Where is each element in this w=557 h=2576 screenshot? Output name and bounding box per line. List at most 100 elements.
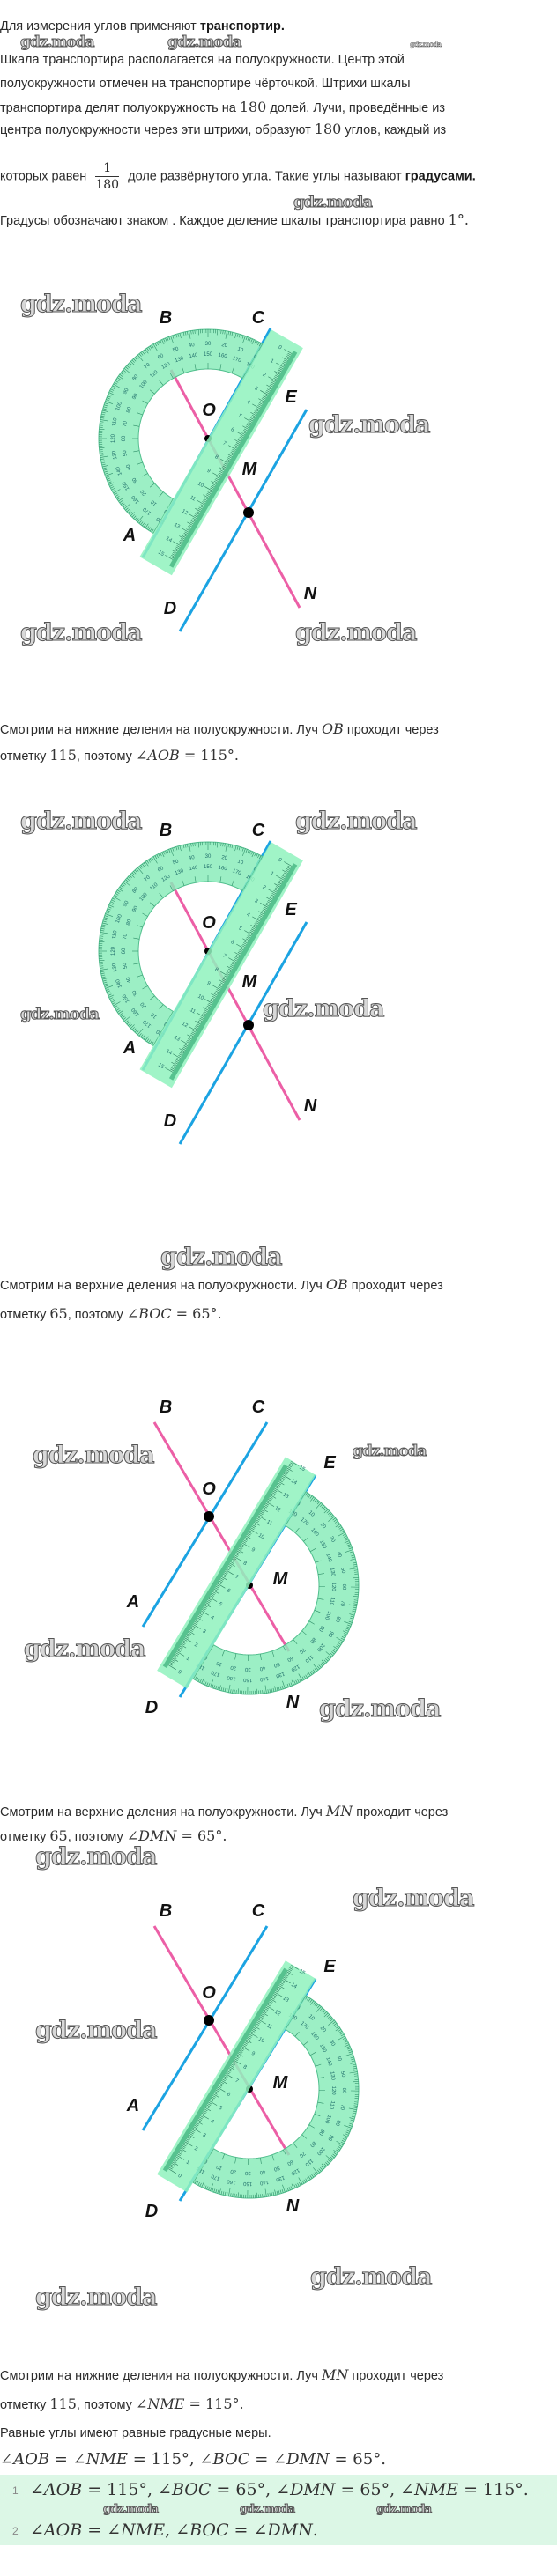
- protractor-tick: [283, 2149, 286, 2156]
- protractor-tick: [308, 1495, 311, 1498]
- ruler-tick: [239, 1546, 243, 1549]
- protractor-tick: [117, 497, 121, 500]
- ruler-tick: [290, 1966, 293, 1969]
- ruler-tick: [269, 1496, 273, 1499]
- protractor-scale-number: 140: [259, 2179, 269, 2186]
- ruler-number: 0: [177, 2174, 183, 2180]
- protractor-tick: [241, 847, 244, 852]
- protractor-tick: [338, 2035, 345, 2041]
- intro-line: центра полуокружности через эти штрихи, …: [0, 121, 446, 139]
- math: AOB: [147, 747, 180, 764]
- protractor-tick: [334, 2024, 338, 2027]
- protractor-tick: [309, 1548, 316, 1552]
- ruler-tick: [224, 2076, 227, 2079]
- protractor-tick: [150, 345, 152, 350]
- ruler-tick: [200, 1016, 204, 1019]
- ruler-tick: [239, 2050, 243, 2053]
- ruler-tick: [259, 913, 264, 916]
- ruler-tick: [249, 1530, 253, 1533]
- protractor-tick: [314, 2172, 317, 2175]
- ruler-tick: [241, 2046, 250, 2052]
- protractor-scale-number: 150: [318, 2043, 327, 2054]
- ruler-tick: [174, 549, 178, 552]
- protractor-tick: [318, 1664, 322, 1668]
- ruler-number: 14: [165, 536, 173, 544]
- protractor-tick: [130, 874, 135, 878]
- text: отметку: [0, 1308, 50, 1322]
- protractor-tick: [353, 2110, 357, 2113]
- protractor-tick: [264, 2193, 265, 2197]
- protractor-tick: [229, 844, 232, 848]
- intro-line: Для измерения углов применяют транспорти…: [0, 18, 285, 35]
- protractor-tick: [219, 876, 222, 883]
- protractor-tick: [133, 450, 140, 453]
- ruler-tick: [176, 2154, 185, 2160]
- protractor-tick: [136, 868, 139, 872]
- ruler-tick: [261, 911, 265, 913]
- ruler-tick: [202, 1014, 205, 1016]
- protractor-tick: [323, 1659, 327, 1663]
- protractor-tick: [328, 2019, 335, 2026]
- ruler-number: 4: [210, 1615, 216, 1621]
- ruler-tick: [227, 458, 230, 461]
- ruler-tick: [174, 2159, 178, 2162]
- ruler-tick: [171, 2163, 175, 2166]
- ruler-tick: [268, 376, 277, 381]
- ruler-tick: [285, 869, 289, 873]
- ruler-tick: [286, 355, 290, 358]
- protractor-tick: [152, 343, 158, 351]
- protractor-tick: [100, 934, 104, 935]
- ruler-tick: [227, 2069, 232, 2072]
- protractor-tick: [314, 1499, 317, 1502]
- protractor-tick: [346, 1542, 351, 1545]
- watermark: gdz.moda: [352, 1885, 474, 1912]
- protractor-tick: [353, 2107, 358, 2108]
- ruler-tick: [203, 1007, 209, 1011]
- protractor-scale-number: 100: [139, 892, 149, 903]
- ruler-tick: [224, 1572, 227, 1576]
- protractor-tick: [320, 1503, 323, 1508]
- protractor-tick: [257, 342, 260, 346]
- line-ac: [141, 1421, 269, 1628]
- protractor-tick: [170, 848, 174, 857]
- protractor-scale-number: 130: [112, 449, 119, 460]
- ruler-tick: [182, 534, 187, 537]
- intro-line: полуокружности отмечен на транспортире ч…: [0, 75, 411, 92]
- ruler-tick: [231, 1560, 235, 1563]
- protractor-scale-number: 70: [298, 2150, 306, 2158]
- protractor-scale-number: 120: [111, 433, 116, 443]
- watermark: gdz.moda: [34, 2017, 157, 2044]
- protractor-tick: [138, 520, 142, 524]
- ruler-tick: [180, 2149, 183, 2152]
- protractor-tick: [251, 852, 255, 858]
- ruler-number: 3: [254, 898, 259, 904]
- protractor-tick: [101, 924, 106, 926]
- protractor-tick: [305, 1492, 308, 1496]
- protractor-tick: [101, 463, 106, 466]
- watermark: gdz.moda: [353, 1443, 428, 1460]
- ruler-tick: [234, 1555, 242, 1561]
- watermark: gdz.moda: [294, 808, 417, 835]
- ruler-tick: [215, 2089, 219, 2093]
- protractor-tick: [208, 2187, 211, 2191]
- protractor-scale-number: 170: [210, 1669, 220, 1677]
- protractor-scale-number: 100: [323, 1610, 331, 1620]
- protractor-tick: [165, 337, 167, 342]
- ruler-tick: [182, 2144, 187, 2147]
- protractor-tick: [101, 413, 106, 416]
- ruler-tick: [214, 479, 219, 482]
- ruler-number: 0: [177, 1670, 183, 1676]
- protractor-tick: [204, 2185, 207, 2189]
- protractor-tick: [326, 1657, 330, 1660]
- protractor-tick: [222, 843, 224, 847]
- ruler-tick: [216, 2088, 220, 2091]
- ruler-tick: [203, 2110, 207, 2113]
- protractor-tick: [312, 1497, 316, 1502]
- protractor-tick: [143, 523, 146, 528]
- ruler-tick: [269, 2000, 273, 2003]
- protractor-tick: [101, 974, 106, 977]
- protractor-tick: [232, 2193, 234, 2197]
- ruler-tick: [188, 2136, 192, 2138]
- ruler-tick: [211, 999, 214, 1001]
- protractor-scale-number: 30: [244, 2170, 250, 2175]
